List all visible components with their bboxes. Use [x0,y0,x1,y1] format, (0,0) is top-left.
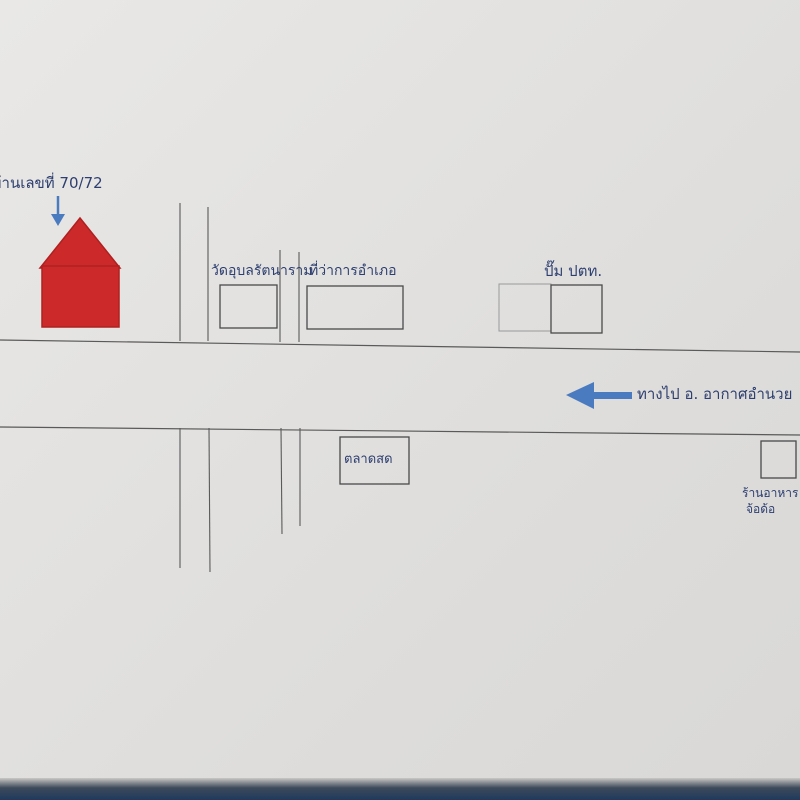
restaurant-building [760,440,797,479]
house-label: บ้านเลขที่ 70/72 [0,174,103,192]
market-building [339,436,410,485]
district-office-label: ที่ว่าการอำเภอ [309,263,397,279]
direction-label: ทางไป อ. อากาศอำนวย [637,385,793,403]
district-office-building [306,285,404,330]
gas-station-label: ปั๊ม ปตท. [544,262,603,280]
main-road-bottom-edge [0,426,800,436]
right-road-west-edge-south [280,427,283,535]
left-arrow-icon [566,382,632,409]
temple-building [219,284,278,329]
house-icon [38,216,122,328]
temple-label: วัดอุบลรัตนาราม [211,263,313,279]
market-label: ตลาดสด [344,452,393,467]
restaurant-label-line2: จ้อด้อ [746,502,776,516]
main-road-top-edge [0,339,800,353]
table-background [0,778,800,800]
left-road-east-edge-south [208,427,211,573]
restaurant-label-line1: ร้านอาหาร [742,486,799,500]
down-arrow-icon [51,196,65,226]
gas-station-box-left [498,283,552,332]
gas-station-box-right [550,284,603,334]
